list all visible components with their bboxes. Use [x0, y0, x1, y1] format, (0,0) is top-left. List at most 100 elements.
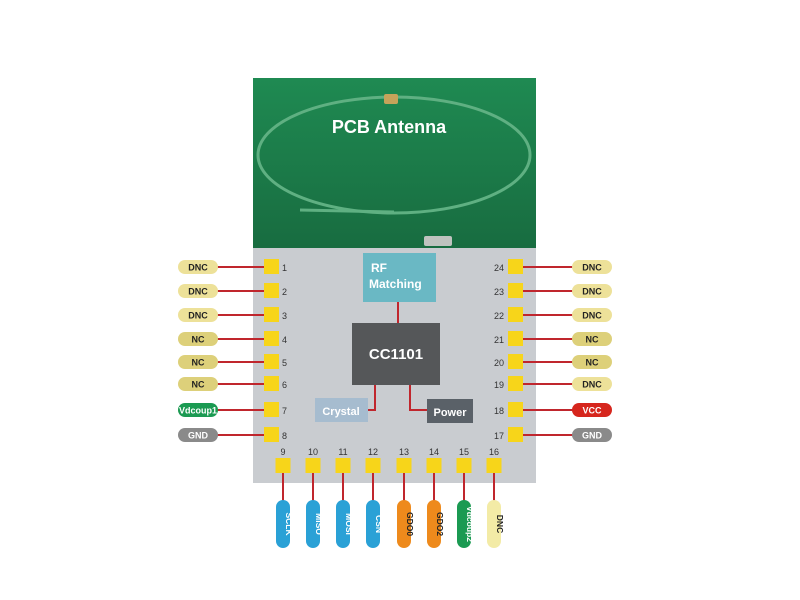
- pin-pad: [426, 458, 442, 473]
- pin-number: 12: [368, 447, 378, 457]
- pin-label-pill: [178, 332, 218, 346]
- pin-label: NC: [192, 380, 205, 390]
- pin-label-pill: [178, 260, 218, 274]
- pin-label: DNC: [188, 263, 208, 273]
- pin-label-pill: [178, 355, 218, 369]
- pin-number: 17: [494, 431, 504, 441]
- pin-label-pill: [178, 284, 218, 298]
- pin-label: VCC: [582, 406, 602, 416]
- left-pin-8: 8 GND: [178, 427, 287, 442]
- left-pin-6: 6NC: [178, 376, 287, 391]
- pin-label-pill: [178, 377, 218, 391]
- pin-label: NC: [586, 335, 599, 345]
- pin-label-pill: [306, 500, 320, 548]
- pin-pad: [335, 458, 351, 473]
- pin-number: 7: [282, 406, 287, 416]
- pin-number: 5: [282, 358, 287, 368]
- pin-pad: [508, 259, 523, 274]
- pin-number: 16: [489, 447, 499, 457]
- pin-pad: [264, 307, 279, 322]
- pin-label: NC: [192, 358, 205, 368]
- pin-label-pill: [366, 500, 380, 548]
- rf-label-line1: RF: [371, 261, 387, 275]
- pin-pad: [264, 331, 279, 346]
- right-pin-17: 17 GND: [494, 427, 612, 442]
- pin-label: MISO: [314, 513, 324, 535]
- pin-pad: [264, 402, 279, 417]
- power-label: Power: [433, 407, 467, 419]
- pin-pad: [508, 331, 523, 346]
- pcb-board: [253, 78, 536, 248]
- pin-label-pill: [572, 284, 612, 298]
- left-pin-4: 4 NC: [178, 331, 287, 346]
- pin-label: DNC: [582, 287, 602, 297]
- pin-pad: [486, 458, 502, 473]
- pin-number: 8: [282, 431, 287, 441]
- left-pin-1: 1 DNC: [178, 259, 287, 274]
- pin-number: 11: [338, 447, 347, 457]
- left-pin-5: 5 NC: [178, 354, 287, 369]
- pin-label-pill: [178, 308, 218, 322]
- pin-label: MOSI: [344, 513, 354, 535]
- pin-pad: [508, 307, 523, 322]
- pin-label: GDO2: [435, 512, 445, 536]
- antenna-label: PCB Antenna: [332, 117, 447, 137]
- pin-label-pill: [572, 308, 612, 322]
- pin-number: 1: [282, 263, 287, 273]
- pin-pad: [264, 376, 279, 391]
- pin-pad: [264, 259, 279, 274]
- cc1101-chip: CC1101: [352, 323, 440, 385]
- pin-number: 9: [280, 447, 285, 457]
- pin-label-pill: [457, 500, 471, 548]
- pin-number: 2: [282, 287, 287, 297]
- pin-label-pill: [572, 332, 612, 346]
- pin-label: DNC: [582, 311, 602, 321]
- crystal-block: Crystal: [315, 398, 368, 422]
- pin-label-pill: [572, 260, 612, 274]
- rf-matching-block: RF Matching: [363, 253, 436, 302]
- left-pin-3: 3 DNC: [178, 307, 287, 322]
- crystal-label: Crystal: [322, 406, 359, 418]
- pin-label: SCLK: [284, 512, 294, 536]
- pin-pad: [456, 458, 472, 473]
- pin-label: NC: [192, 335, 205, 345]
- rf-label-line2: Matching: [369, 277, 422, 291]
- pin-label: GND: [188, 431, 209, 441]
- pin-number: 10: [308, 447, 318, 457]
- pin-label-pill: [572, 377, 612, 391]
- power-block: Power: [427, 399, 473, 423]
- pin-number: 14: [429, 447, 439, 457]
- pin-number: 4: [282, 335, 287, 345]
- pin-pad: [365, 458, 381, 473]
- pin-pad: [264, 427, 279, 442]
- pin-label: Vdcoup1: [179, 406, 217, 416]
- pin-pad: [508, 427, 523, 442]
- pin-number: 13: [399, 447, 409, 457]
- pin-label: NC: [586, 358, 599, 368]
- pin-label: GND: [582, 431, 603, 441]
- pin-number: 15: [459, 447, 469, 457]
- pin-label-pill: [178, 428, 218, 442]
- pin-number: 3: [282, 311, 287, 321]
- pin-label: DNC: [582, 263, 602, 273]
- pin-label-pill: [336, 500, 350, 548]
- pin-label: GDO0: [405, 512, 415, 536]
- pin-label-pill: [178, 403, 218, 417]
- pin-pad: [508, 376, 523, 391]
- rf-connector-pad: [424, 236, 452, 246]
- pin-number: 24: [494, 263, 504, 273]
- pin-label: DNC: [188, 311, 208, 321]
